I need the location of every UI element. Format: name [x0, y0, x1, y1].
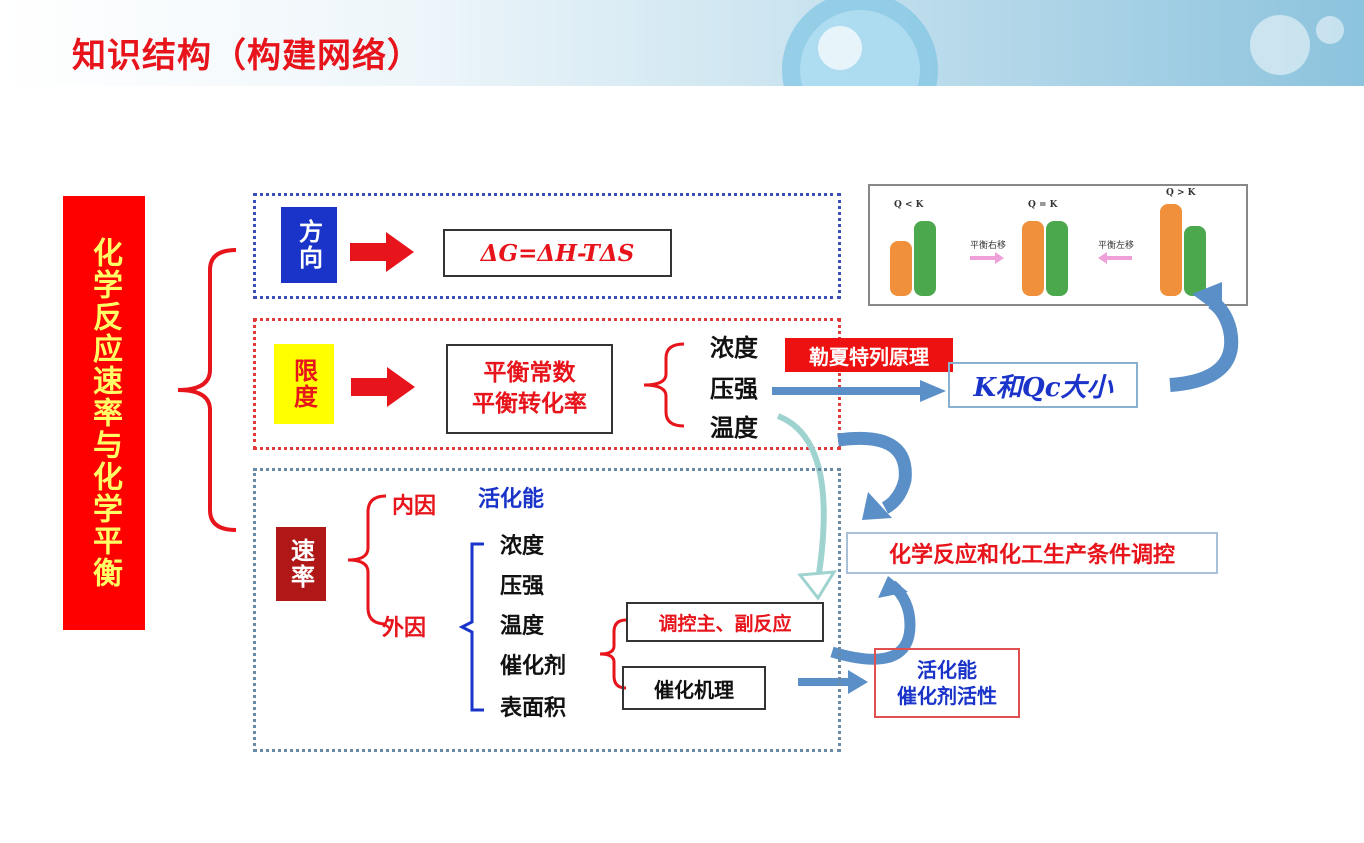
rate-factor-pressure: 压强	[500, 574, 545, 599]
internal-factor-label: 内因	[392, 494, 437, 519]
qk-shift-left-text: 平衡左移	[1098, 241, 1135, 251]
side-reaction-control-box: 调控主、副反应	[626, 602, 824, 642]
rate-brace-icon	[347, 494, 387, 626]
direction-section	[253, 193, 841, 299]
catalyst-activity-text: 催化剂活性	[897, 684, 997, 708]
qk-shift-right-text: 平衡右移	[970, 241, 1007, 251]
equilibrium-conversion-text: 平衡转化率	[472, 391, 587, 417]
process-regulation-box: 化学反应和化工生产条件调控	[846, 532, 1218, 574]
qk-label-equal: Q = K	[1028, 200, 1058, 210]
direction-label: 方向	[281, 207, 337, 283]
rate-factor-catalyst: 催化剂	[500, 654, 567, 679]
qk-label-less: Q < K	[894, 200, 924, 210]
equilibrium-constant-text: 平衡常数	[483, 359, 576, 386]
external-brace-icon	[458, 542, 484, 712]
rate-section	[253, 468, 841, 752]
qk-comparison-panel: Q < K Q = K Q > K 平衡右移 平衡左移	[868, 184, 1248, 306]
page-title: 知识结构（构建网络）	[72, 36, 422, 76]
limit-label: 限度	[274, 344, 334, 424]
rate-label: 速率	[276, 527, 326, 601]
main-brace-icon	[177, 248, 237, 532]
k-qc-compare-box: K和Qc大小	[948, 362, 1138, 408]
bubble-decoration-icon	[1250, 15, 1344, 75]
external-factor-label: 外因	[382, 616, 427, 641]
activation-energy-box: 活化能 催化剂活性	[874, 648, 1020, 718]
rate-factor-surface-area: 表面积	[500, 696, 567, 721]
direction-formula-box: ΔG=ΔH-TΔS	[443, 229, 672, 277]
le-chatelier-label: 勒夏特列原理	[785, 338, 953, 372]
limit-factor-pressure: 压强	[710, 375, 758, 403]
activation-energy-text: 活化能	[917, 658, 977, 682]
limit-factor-temperature: 温度	[710, 414, 758, 442]
limit-arrow-icon	[351, 367, 415, 407]
direction-arrow-icon	[350, 232, 414, 272]
root-topic-box: 化学反应速率与化学平衡	[63, 196, 145, 630]
limit-brace-icon	[643, 342, 685, 428]
limit-factor-concentration: 浓度	[710, 334, 758, 362]
pressure-to-kqc-arrow-icon	[772, 380, 946, 402]
qk-label-greater: Q > K	[1166, 188, 1196, 198]
rate-factor-concentration: 浓度	[500, 534, 545, 559]
equilibrium-constant-box: 平衡常数 平衡转化率	[446, 344, 613, 434]
limit-section	[253, 318, 841, 450]
internal-factor-value: 活化能	[478, 487, 545, 512]
qk-bars-figure-icon	[890, 204, 1206, 296]
rate-factor-temperature: 温度	[500, 614, 545, 639]
header-banner	[0, 0, 1364, 86]
catalysis-mechanism-box: 催化机理	[622, 666, 766, 710]
sphere-decoration-icon	[782, 0, 938, 86]
catalyst-brace-icon	[599, 618, 627, 690]
